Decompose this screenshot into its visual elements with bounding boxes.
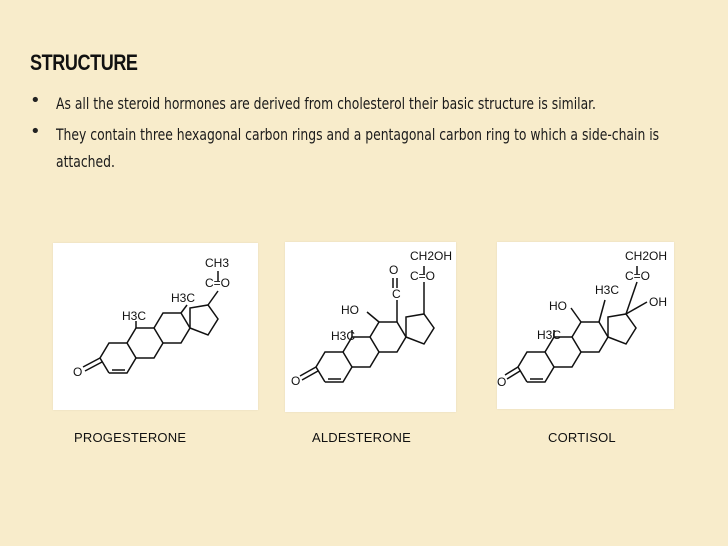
label-ho: HO — [549, 299, 567, 313]
label-o3: O — [291, 374, 300, 388]
bullet-text: They contain three hexagonal carbon ring… — [56, 125, 660, 171]
slide-title: STRUCTURE — [30, 50, 138, 75]
label-ch3: CH3 — [205, 256, 229, 270]
label-ch2oh: CH2OH — [625, 249, 667, 263]
bullet-list: • As all the steroid hormones are derive… — [30, 90, 710, 179]
cortisol-structure: O H3C HO H3C OH CH2OH C=O — [497, 242, 674, 409]
label-c-o: C=O — [410, 269, 435, 283]
bullet-marker: • — [30, 90, 41, 111]
label-h3c-19: H3C — [331, 329, 355, 343]
progesterone-structure: O H3C H3C CH3 C=O — [53, 243, 258, 410]
label-c-ald: C — [392, 287, 401, 301]
bullet-item: • They contain three hexagonal carbon ri… — [30, 121, 710, 175]
aldesterone-structure: O H3C HO O C CH2OH C=O — [285, 242, 456, 412]
bullet-item: • As all the steroid hormones are derive… — [30, 90, 710, 117]
bullet-marker: • — [30, 121, 41, 142]
label-o3: O — [497, 375, 506, 389]
caption-aldesterone: ALDESTERONE — [312, 430, 412, 445]
label-h3c-18: H3C — [171, 291, 195, 305]
label-o-ald: O — [389, 263, 398, 277]
label-ho: HO — [341, 303, 359, 317]
caption-cortisol: CORTISOL — [548, 430, 616, 445]
caption-progesterone: PROGESTERONE — [74, 430, 187, 445]
label-h3c-18: H3C — [595, 283, 619, 297]
label-c-o: C=O — [625, 269, 650, 283]
bullet-text: As all the steroid hormones are derived … — [56, 94, 596, 113]
label-h3c-19: H3C — [122, 309, 146, 323]
label-ch2oh: CH2OH — [410, 249, 452, 263]
label-o3: O — [73, 365, 82, 379]
label-oh: OH — [649, 295, 667, 309]
label-h3c-19: H3C — [537, 328, 561, 342]
label-c-o: C=O — [205, 276, 230, 290]
